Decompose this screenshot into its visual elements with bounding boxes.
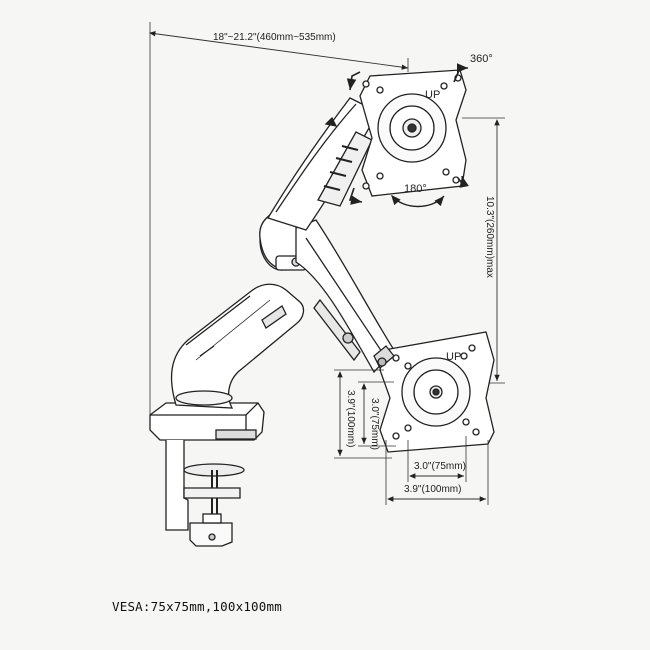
vesa-caption: VESA:75x75mm,100x100mm (112, 599, 282, 614)
tilt-indicator: 180° (391, 183, 445, 208)
forearm (295, 219, 395, 374)
vesa-plate-bottom: UP (373, 331, 495, 453)
vesa-v-large-label: 3.9"(100mm) (345, 390, 356, 447)
reach-label: 18"~21.2"(460mm~535mm) (213, 32, 336, 43)
vesa-h-large-label: 3.9"(100mm) (404, 484, 461, 495)
up-mark-bottom: UP (446, 351, 461, 363)
desk-clamp (149, 402, 265, 547)
height-label: 10.3"(260mm)max (484, 196, 495, 278)
rotation-indicator: 360° (346, 53, 493, 205)
vesa-horizontal-dimensions: 3.0"(75mm) 3.9"(100mm) (385, 436, 489, 505)
vesa-plate-top: UP (359, 69, 467, 197)
rotation-label: 360° (470, 53, 493, 65)
lower-arm (170, 283, 305, 409)
upper-arm (267, 97, 379, 231)
up-mark-top: UP (425, 89, 440, 101)
reach-dimension: 18"~21.2"(460mm~535mm) (149, 22, 409, 418)
vesa-vertical-dimensions: 3.9"(100mm) 3.0"(75mm) (334, 369, 396, 459)
tilt-label: 180° (404, 183, 427, 195)
vesa-h-small-label: 3.0"(75mm) (414, 461, 466, 472)
vesa-v-small-label: 3.0"(75mm) (369, 398, 380, 450)
